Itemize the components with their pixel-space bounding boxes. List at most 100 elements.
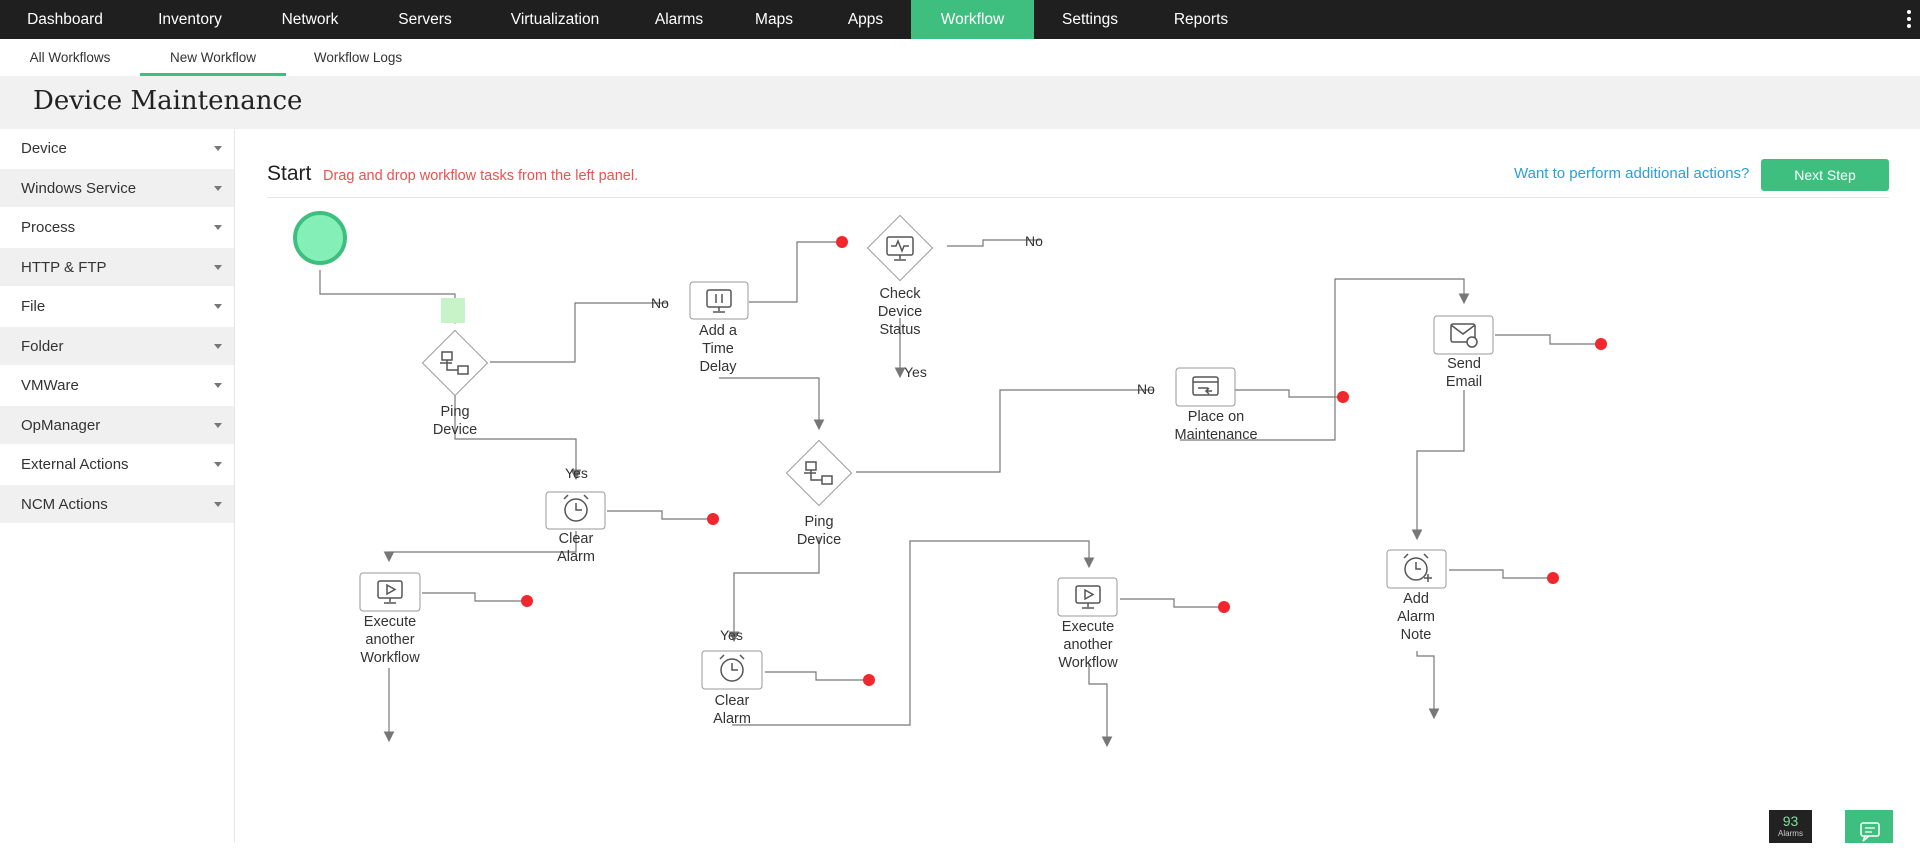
start-heading: Start xyxy=(267,162,312,185)
node-label: Clear Alarm xyxy=(713,693,751,727)
clear-alarm-node[interactable] xyxy=(701,650,763,690)
node-label: Ping Device xyxy=(796,514,842,548)
sidebar-item-windows-service[interactable]: Windows Service xyxy=(0,168,234,208)
sidebar-item-label: Windows Service xyxy=(21,179,137,197)
node-label: Add Alarm Note xyxy=(1397,591,1435,643)
canvas-divider xyxy=(267,197,1889,198)
sidebar-item-vmware[interactable]: VMWare xyxy=(0,366,234,406)
end-point[interactable] xyxy=(863,674,875,686)
end-point[interactable] xyxy=(836,236,848,248)
condition-yes-label: Yes xyxy=(565,465,588,481)
end-point[interactable] xyxy=(521,595,533,607)
check-device-status-node[interactable] xyxy=(866,214,934,282)
caret-down-icon xyxy=(214,383,222,388)
tab-all-workflows[interactable]: All Workflows xyxy=(29,50,111,65)
alarm-add-icon xyxy=(1403,553,1432,582)
sidebar-item-label: OpManager xyxy=(21,416,101,434)
tab-new-workflow[interactable]: New Workflow xyxy=(140,39,286,76)
alarm-clock-icon xyxy=(563,494,589,522)
sidebar-item-label: HTTP & FTP xyxy=(21,258,107,276)
caret-down-icon xyxy=(214,343,222,349)
node-label: Add a Time Delay xyxy=(699,323,737,375)
nav-alarms[interactable]: Alarms xyxy=(654,11,704,28)
email-icon xyxy=(1450,323,1478,348)
nav-maps[interactable]: Maps xyxy=(755,11,793,28)
sidebar-item-opmanager[interactable]: OpManager xyxy=(0,405,234,445)
add-alarm-note-node[interactable] xyxy=(1386,549,1447,589)
condition-yes-label: Yes xyxy=(904,364,927,380)
task-panel: Device Windows Service Process HTTP & FT… xyxy=(0,129,235,843)
caret-down-icon xyxy=(214,185,222,191)
end-point[interactable] xyxy=(707,513,719,525)
sidebar-item-process[interactable]: Process xyxy=(0,208,234,248)
end-point[interactable] xyxy=(1218,601,1230,613)
nav-reports[interactable]: Reports xyxy=(1173,11,1229,28)
sidebar-item-label: Device xyxy=(21,140,67,157)
tab-workflow-logs[interactable]: Workflow Logs xyxy=(313,50,403,65)
node-label: Clear Alarm xyxy=(557,531,595,565)
node-label: Check Device Status xyxy=(877,286,923,338)
sidebar-item-label: File xyxy=(21,298,46,315)
caret-down-icon xyxy=(214,501,222,507)
play-monitor-icon xyxy=(377,580,403,604)
condition-no-label: No xyxy=(651,295,669,311)
alarm-count: 93 xyxy=(1782,813,1799,829)
drop-highlight xyxy=(441,298,465,323)
node-label: Send Email xyxy=(1445,356,1483,390)
ping-device-node[interactable] xyxy=(785,439,853,507)
additional-actions-link[interactable]: Want to perform additional actions? xyxy=(1514,165,1750,182)
nav-dashboard[interactable]: Dashboard xyxy=(27,11,103,28)
maintenance-icon xyxy=(1192,376,1219,396)
caret-down-icon xyxy=(214,304,222,309)
send-email-node[interactable] xyxy=(1433,315,1494,355)
pause-monitor-icon xyxy=(706,289,732,313)
sidebar-item-external-actions[interactable]: External Actions xyxy=(0,445,234,485)
nav-virtualization[interactable]: Virtualization xyxy=(510,11,600,28)
sidebar-item-device[interactable]: Device xyxy=(0,129,234,169)
play-monitor-icon xyxy=(1075,585,1101,609)
condition-yes-label: Yes xyxy=(720,627,743,643)
execute-workflow-node[interactable] xyxy=(1057,577,1118,617)
monitor-pulse-icon xyxy=(886,236,914,261)
connectors xyxy=(319,239,1600,748)
drag-drop-hint: Drag and drop workflow tasks from the le… xyxy=(323,168,639,184)
sidebar-item-ncm-actions[interactable]: NCM Actions xyxy=(0,484,234,524)
sidebar-item-http-ftp[interactable]: HTTP & FTP xyxy=(0,247,234,287)
chat-icon xyxy=(1860,822,1880,842)
sidebar-item-file[interactable]: File xyxy=(0,287,234,327)
page-title: Device Maintenance xyxy=(33,86,303,116)
sidebar-item-folder[interactable]: Folder xyxy=(0,326,234,366)
place-on-maintenance-node[interactable] xyxy=(1175,367,1236,407)
chat-widget[interactable] xyxy=(1845,810,1893,843)
nav-servers[interactable]: Servers xyxy=(398,11,452,28)
execute-workflow-node[interactable] xyxy=(359,572,421,612)
sidebar-item-label: NCM Actions xyxy=(21,495,108,513)
network-devices-icon xyxy=(804,461,833,485)
next-step-button[interactable]: Next Step xyxy=(1761,159,1889,191)
alarm-count-label: Alarms xyxy=(1778,829,1803,838)
sidebar-item-label: VMWare xyxy=(21,377,79,394)
end-point[interactable] xyxy=(1547,572,1559,584)
ping-device-node[interactable] xyxy=(421,329,489,397)
nav-apps[interactable]: Apps xyxy=(847,11,884,28)
alarm-count-widget[interactable]: 93 Alarms xyxy=(1769,810,1812,843)
caret-down-icon xyxy=(214,422,222,428)
node-label: Ping Device xyxy=(432,404,478,438)
end-point[interactable] xyxy=(1595,338,1607,350)
clear-alarm-node[interactable] xyxy=(545,491,606,530)
node-label: Execute another Workflow xyxy=(1058,619,1118,671)
sidebar-item-label: Folder xyxy=(21,337,64,355)
caret-down-icon xyxy=(214,146,222,151)
sub-navigation: All Workflows New Workflow Workflow Logs xyxy=(0,39,1920,76)
start-node-icon[interactable] xyxy=(293,211,347,265)
nav-inventory[interactable]: Inventory xyxy=(158,11,222,28)
nav-workflow[interactable]: Workflow xyxy=(911,0,1034,39)
nav-settings[interactable]: Settings xyxy=(1061,11,1118,28)
condition-no-label: No xyxy=(1137,381,1155,397)
add-time-delay-node[interactable] xyxy=(689,281,749,320)
end-point[interactable] xyxy=(1337,391,1349,403)
more-options-icon[interactable] xyxy=(1906,8,1912,32)
nav-network[interactable]: Network xyxy=(281,11,339,28)
sidebar-item-label: External Actions xyxy=(21,456,129,473)
